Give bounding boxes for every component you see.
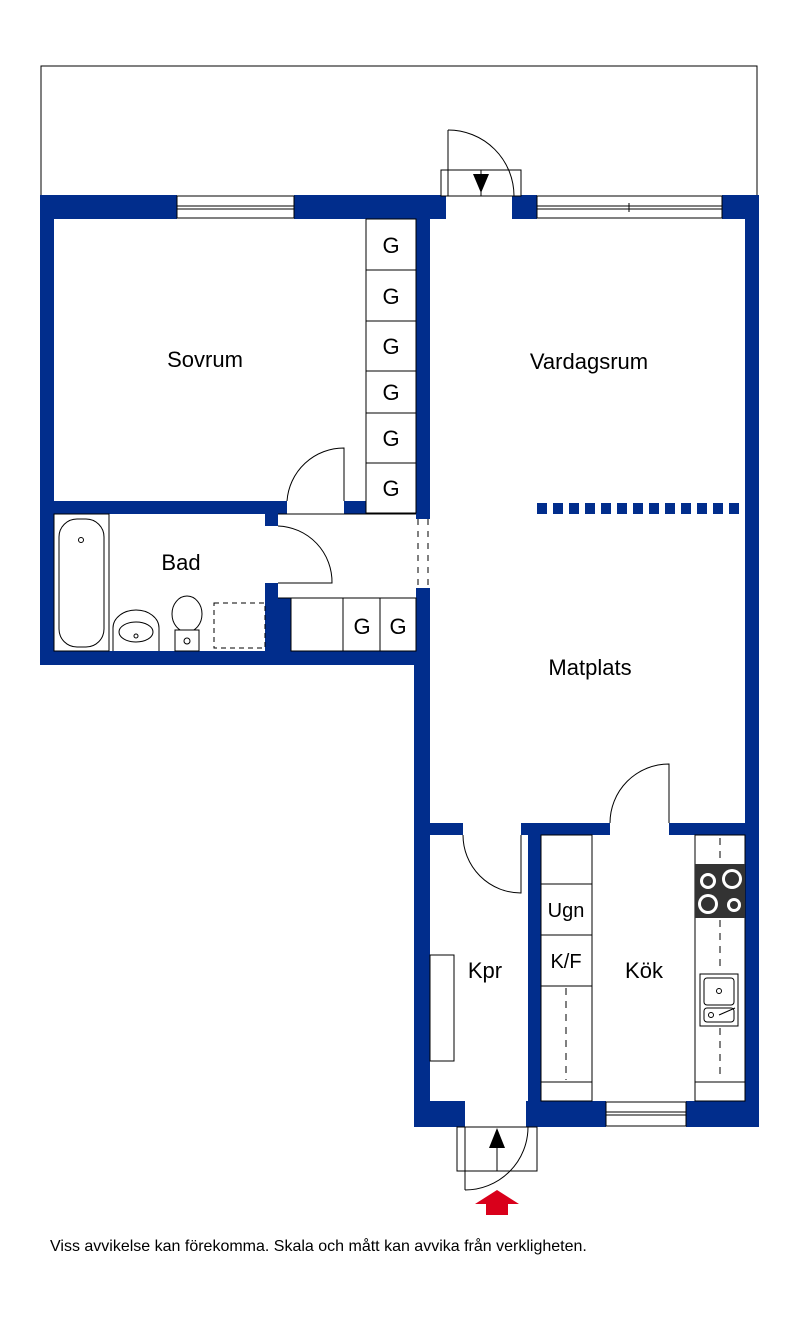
bottom-wall-left	[414, 1101, 465, 1127]
room-label-sovrum: Sovrum	[167, 347, 243, 372]
closet-label: G	[382, 426, 399, 451]
bottom-wall-right	[686, 1101, 759, 1127]
closet-label: G	[382, 284, 399, 309]
closet-label: G	[382, 334, 399, 359]
interior-doors	[277, 447, 670, 894]
hall-top-wall-a	[416, 823, 463, 835]
top-wall-left	[40, 195, 177, 219]
balcony-outline	[40, 65, 758, 197]
toilet	[171, 595, 203, 633]
bad-right-wall-top	[265, 514, 278, 526]
closet-label: G	[353, 614, 370, 639]
red-up-arrow-icon	[475, 1190, 519, 1215]
sovrum-bad-wall-b	[344, 501, 366, 514]
closet-label: G	[382, 380, 399, 405]
room-label-kpr: Kpr	[468, 958, 502, 983]
top-wall-right-a	[512, 195, 537, 219]
room-label-kok: Kök	[625, 958, 664, 983]
fridge-freezer-label: K/F	[550, 951, 581, 973]
bad-right-wall-inner	[278, 598, 291, 653]
up-arrow-icon	[489, 1128, 505, 1148]
door-bad	[277, 525, 333, 584]
closet-label: G	[389, 614, 406, 639]
hall-shelf	[429, 954, 455, 1062]
windows	[176, 195, 723, 1127]
door-sovrum	[286, 447, 345, 502]
walls	[40, 195, 759, 1127]
room-divider-dashes	[537, 503, 739, 514]
hall-left-wall	[414, 651, 430, 1127]
bad-right-wall-bottom	[265, 583, 278, 653]
washer-space	[213, 602, 266, 649]
door-kok	[609, 763, 670, 824]
bathroom-fixtures	[53, 513, 203, 652]
oven-label: Ugn	[548, 900, 585, 922]
stove-icon	[695, 864, 745, 918]
kitchen-sink-icon	[699, 973, 739, 1027]
room-label-vardagsrum: Vardagsrum	[530, 349, 648, 374]
center-wall-upper	[416, 195, 430, 519]
down-arrow-icon	[473, 174, 489, 193]
hall-top-wall-c	[669, 823, 759, 835]
room-label-bad: Bad	[161, 550, 200, 575]
bathtub-inner	[58, 518, 105, 648]
right-wall	[745, 195, 759, 1127]
wardrobes	[290, 218, 417, 652]
window-sovrum	[176, 195, 295, 219]
sovrum-bad-wall-a	[40, 501, 287, 514]
center-wall-lower	[416, 588, 430, 663]
window-kok	[605, 1101, 687, 1127]
hall-top-wall-b	[521, 823, 610, 835]
left-wall	[40, 195, 54, 665]
hall-opening	[417, 519, 429, 588]
disclaimer-text: Viss avvikelse kan förekomma. Skala och …	[50, 1238, 587, 1255]
door-kpr	[462, 834, 522, 894]
bath-bottom-wall	[40, 651, 430, 665]
room-label-matplats: Matplats	[548, 655, 631, 680]
kpr-kok-wall	[528, 823, 541, 1127]
closet-label: G	[382, 476, 399, 501]
closet-label: G	[382, 233, 399, 258]
